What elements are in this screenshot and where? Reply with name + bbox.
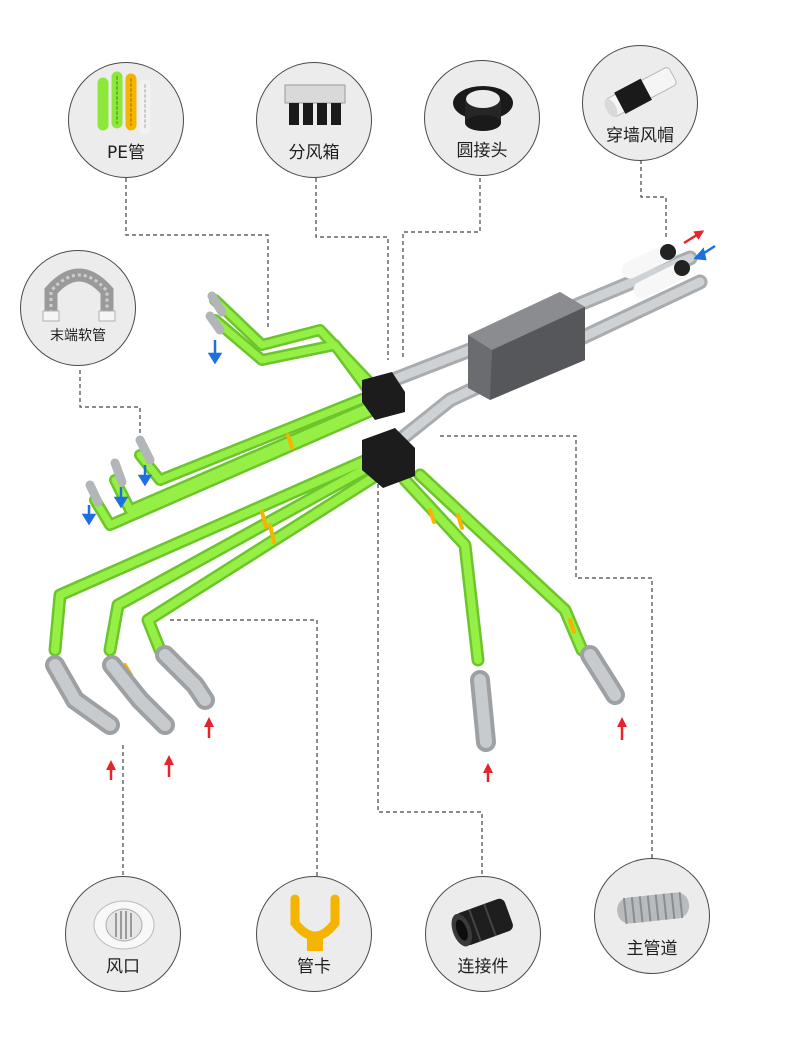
wall-cap-icon	[604, 67, 677, 118]
air-vent-icon	[93, 900, 155, 950]
leader-lines	[79, 160, 667, 880]
pipe-clamp-icon	[290, 894, 340, 951]
ventilation-unit	[468, 292, 585, 400]
air-distribution-box-icon	[284, 84, 346, 125]
main-duct-icon	[617, 892, 690, 924]
round-connector-icon	[453, 86, 513, 131]
pipe-clamp-label: 管卡	[297, 957, 331, 977]
coupling-label: 连接件	[457, 957, 509, 977]
air-distribution-box-badge: 分风箱	[256, 62, 372, 178]
wall-cap-label: 穿墙风帽	[606, 126, 674, 146]
air-vent-label: 风口	[106, 957, 140, 977]
air-distribution-box-label: 分风箱	[288, 143, 340, 163]
terminal-hoses	[45, 291, 625, 752]
round-connector-badge: 圆接头	[424, 60, 540, 176]
pe-pipe-label: PE管	[107, 143, 145, 163]
air-vent-badge: 风口	[65, 876, 181, 992]
airflow-arrows	[81, 230, 716, 782]
pipe-clamp-badge: 管卡	[256, 876, 372, 992]
flexible-hose-label: 末端软管	[50, 328, 106, 344]
main-duct-label: 主管道	[626, 939, 678, 959]
pe-pipe-icon	[97, 71, 151, 135]
wall-cap-badge: 穿墙风帽	[582, 45, 698, 161]
pe-pipe-badge: PE管	[68, 62, 184, 178]
round-connector-label: 圆接头	[456, 141, 508, 161]
main-duct-badge: 主管道	[594, 858, 710, 974]
distribution-boxes	[362, 372, 415, 488]
coupling-badge: 连接件	[425, 876, 541, 992]
flexible-hose-icon	[42, 268, 116, 322]
flexible-hose-badge: 末端软管	[20, 250, 136, 366]
coupling-icon	[451, 898, 513, 947]
